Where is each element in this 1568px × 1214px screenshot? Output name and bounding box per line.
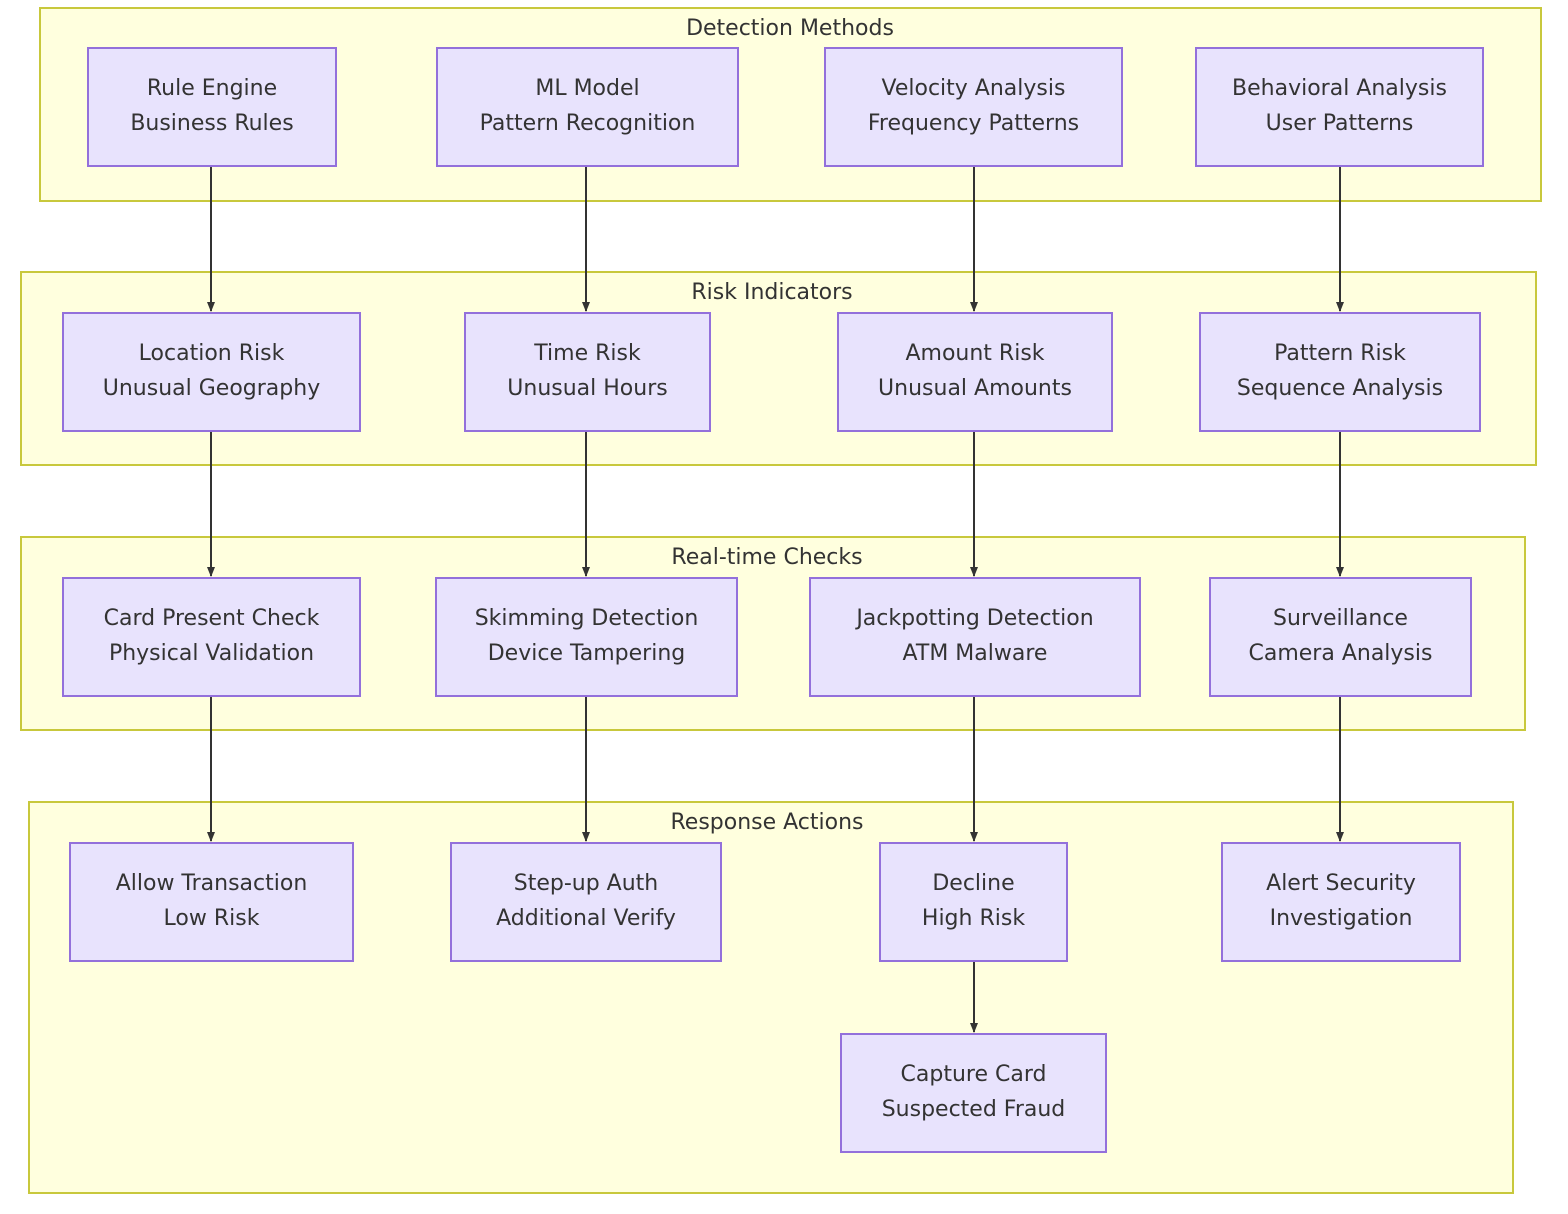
node-box[interactable] (62, 577, 361, 697)
cluster-title: Real-time Checks (671, 545, 862, 570)
node-box[interactable] (809, 577, 1141, 697)
node-label-secondary: Low Risk (164, 906, 260, 931)
node-label-primary: Amount Risk (905, 341, 1044, 366)
node-box[interactable] (1195, 47, 1484, 167)
node-label-primary: Velocity Analysis (882, 76, 1066, 101)
node-label-primary: Jackpotting Detection (854, 606, 1093, 631)
cluster-title: Detection Methods (686, 16, 894, 41)
node-box[interactable] (87, 47, 337, 167)
node-label-secondary: Unusual Hours (507, 376, 667, 401)
node-label-primary: ML Model (535, 76, 639, 101)
node-label-secondary: Frequency Patterns (868, 111, 1079, 136)
node-label-primary: Location Risk (139, 341, 285, 366)
node-box[interactable] (436, 47, 739, 167)
node-box[interactable] (1199, 312, 1481, 432)
node-label-secondary: Unusual Geography (103, 376, 320, 401)
node-label-primary: Rule Engine (147, 76, 277, 101)
node-box[interactable] (464, 312, 711, 432)
node-box[interactable] (450, 842, 722, 962)
node-label-secondary: Physical Validation (109, 641, 314, 666)
node-label-secondary: ATM Malware (903, 641, 1048, 666)
node-label-primary: Alert Security (1266, 871, 1416, 896)
node-box[interactable] (824, 47, 1123, 167)
node-label-primary: Decline (932, 871, 1014, 896)
node-label-primary: Card Present Check (104, 606, 320, 631)
node-label-primary: Skimming Detection (475, 606, 699, 631)
node-label-primary: Pattern Risk (1274, 341, 1406, 366)
node-label-primary: Behavioral Analysis (1232, 76, 1447, 101)
node-box[interactable] (62, 312, 361, 432)
node-label-primary: Allow Transaction (116, 871, 308, 896)
node-label-primary: Surveillance (1273, 606, 1408, 631)
node-label-secondary: Suspected Fraud (882, 1097, 1066, 1122)
node-label-secondary: Camera Analysis (1249, 641, 1433, 666)
cluster-title: Risk Indicators (691, 280, 852, 305)
node-label-secondary: Unusual Amounts (878, 376, 1072, 401)
node-box[interactable] (69, 842, 354, 962)
node-label-secondary: Investigation (1270, 906, 1413, 931)
edge-group (207, 166, 1344, 1033)
node-label-secondary: Additional Verify (496, 906, 676, 931)
node-box[interactable] (840, 1033, 1107, 1153)
node-label-secondary: High Risk (922, 906, 1025, 931)
node-label-secondary: Sequence Analysis (1237, 376, 1443, 401)
node-box[interactable] (1221, 842, 1461, 962)
node-label-primary: Capture Card (901, 1062, 1047, 1087)
node-label-secondary: Pattern Recognition (480, 111, 696, 136)
node-box[interactable] (1209, 577, 1472, 697)
node-box[interactable] (435, 577, 738, 697)
node-label-secondary: User Patterns (1266, 111, 1414, 136)
node-label-primary: Time Risk (533, 341, 641, 366)
node-label-secondary: Business Rules (130, 111, 293, 136)
node-box[interactable] (879, 842, 1068, 962)
node-label-secondary: Device Tampering (488, 641, 686, 666)
node-box[interactable] (837, 312, 1113, 432)
cluster-title: Response Actions (670, 810, 863, 835)
node-label-primary: Step-up Auth (514, 871, 659, 896)
